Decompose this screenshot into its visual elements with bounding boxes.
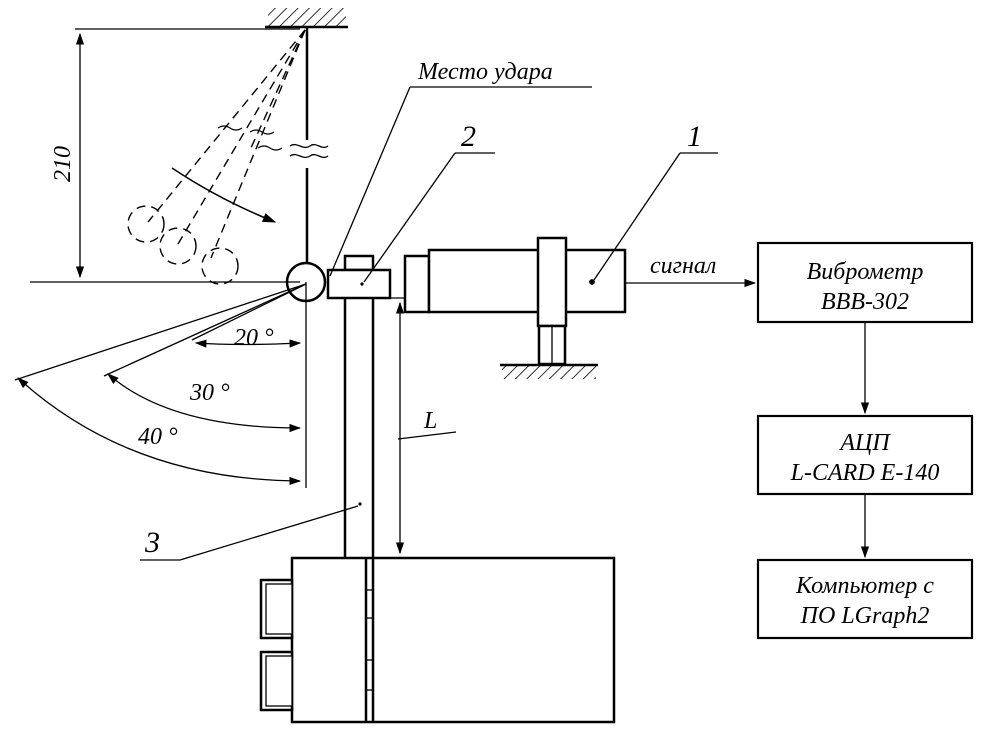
angle-label-30: 30 ° [189, 380, 230, 406]
pendulum-ball-position-20 [201, 247, 239, 285]
impact-place-label: Место удара [417, 59, 553, 85]
vibrometer-sensor [403, 236, 627, 366]
pendulum-ball-position-40 [127, 205, 165, 243]
computer-box: Компьютер с ПО LGraph2 [756, 558, 974, 640]
callout-1-leader [593, 152, 718, 281]
height-dimension-label: 210 [50, 146, 76, 182]
vibrometer-box: Виброметр ВВВ-302 [756, 241, 974, 324]
length-label: L [423, 408, 437, 434]
callout-1: 1 [687, 120, 702, 153]
angle-arc-40 [17, 377, 302, 486]
adc-box-line2: L-CARD E-140 [790, 460, 940, 486]
swing-direction-arrow [171, 167, 277, 223]
height-dimension [30, 28, 300, 283]
adc-box-line1: АЦП [838, 430, 891, 456]
pendulum-ball-position-30 [159, 227, 197, 265]
impact-place-leader [329, 86, 592, 277]
computer-box-line1: Компьютер с [795, 573, 934, 599]
angle-label-40: 40 ° [138, 424, 178, 450]
computer-box-line2: ПО LGraph2 [800, 603, 930, 629]
ceiling-support [265, 8, 348, 29]
pendulum-string [289, 27, 329, 262]
adc-box: АЦП L-CARD E-140 [756, 414, 974, 496]
angle-rays [14, 282, 307, 488]
callout-3: 3 [144, 526, 160, 559]
vibrometer-box-line2: ВВВ-302 [821, 289, 909, 315]
angle-label-20: 20 ° [234, 325, 274, 351]
signal-label: сигнал [650, 253, 716, 279]
callout-2: 2 [461, 120, 476, 153]
sensor-ground [500, 363, 598, 379]
vibrometer-box-line1: Виброметр [807, 259, 924, 285]
impact-block [326, 254, 392, 300]
angle-arc-20 [194, 339, 302, 348]
callout-3-leader [140, 505, 359, 561]
test-rod [343, 290, 375, 558]
clamp-base [259, 556, 616, 724]
pendulum-swing-positions [127, 29, 306, 285]
swing-break-marks [217, 125, 283, 151]
callout-2-leader [363, 152, 495, 283]
length-dimension [378, 297, 457, 559]
